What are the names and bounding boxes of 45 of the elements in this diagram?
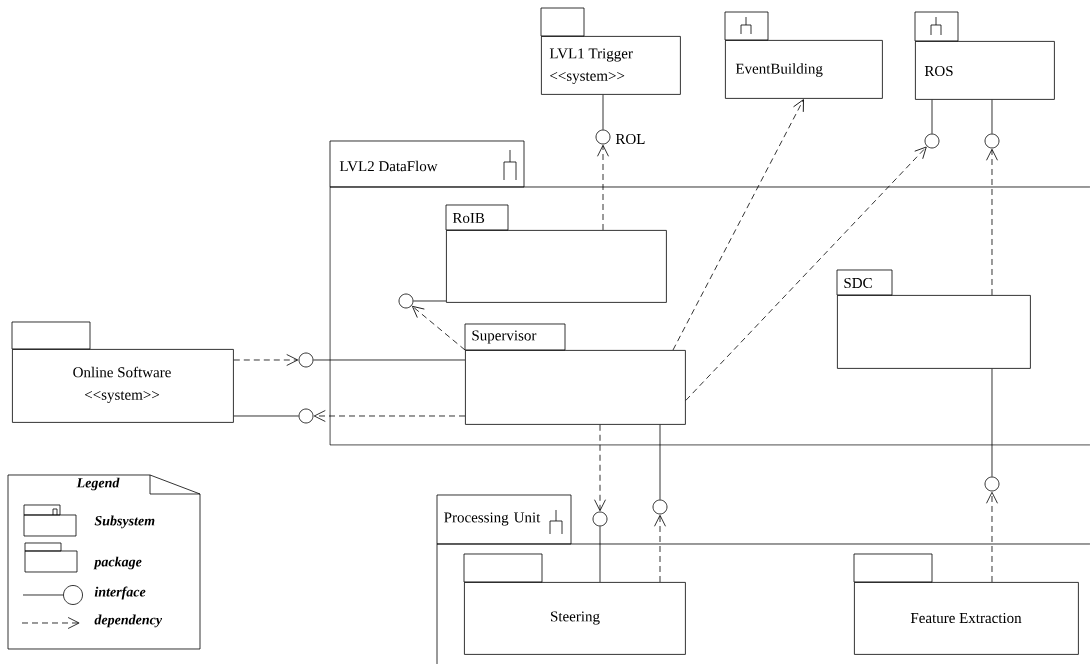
legend-text: package [93,556,142,570]
interface-line [931,99,933,134]
package-box: RoIB [445,204,667,303]
legend-text: dependency [94,614,163,628]
interface-line [991,368,993,477]
dependency-arrow [597,144,609,231]
package-box: Steering [463,553,686,655]
dependency-arrow [986,491,998,583]
interface-circle [924,133,940,149]
dependency-arrow [654,514,666,583]
legend-text: interface [94,586,146,600]
package-box: Online Software <<system>> [11,321,234,423]
dependency-arrow [313,410,466,422]
interface-circle [298,408,314,424]
legend-text: Subsystem [94,515,155,529]
dependency-arrow [594,424,606,512]
node-label: SDC [844,277,872,289]
dependency-arrow [233,354,299,366]
package-box: LVL1 Trigger <<system>> [540,7,681,95]
node-label: Supervisor [472,330,537,344]
interface-circle [398,293,414,309]
subsystem-box: ROS [914,11,1055,100]
interface-circle [595,129,611,145]
dependency-arrow [685,146,927,401]
interface-line [233,415,299,417]
dependency-arrow [672,99,804,351]
interface-line [313,359,466,361]
interface-line [599,526,601,583]
package-box: Supervisor [464,323,686,425]
interface-circle [984,133,1000,149]
package-box: Feature Extraction [853,553,1079,655]
subsystem-box: EventBuilding [724,11,883,99]
interface-circle [652,499,668,515]
interface-line [991,99,993,134]
interface-circle [592,511,608,527]
interface-line [602,94,604,130]
interface-line [659,424,661,500]
legend-title: Legend [76,477,120,491]
node-label: RoIB [452,213,485,223]
dependency-arrow [412,305,466,351]
interface-circle [298,352,314,368]
dependency-arrow [986,148,998,296]
interface-line [413,300,447,302]
interface-circle [984,476,1000,492]
package-box: SDC [836,269,1031,369]
